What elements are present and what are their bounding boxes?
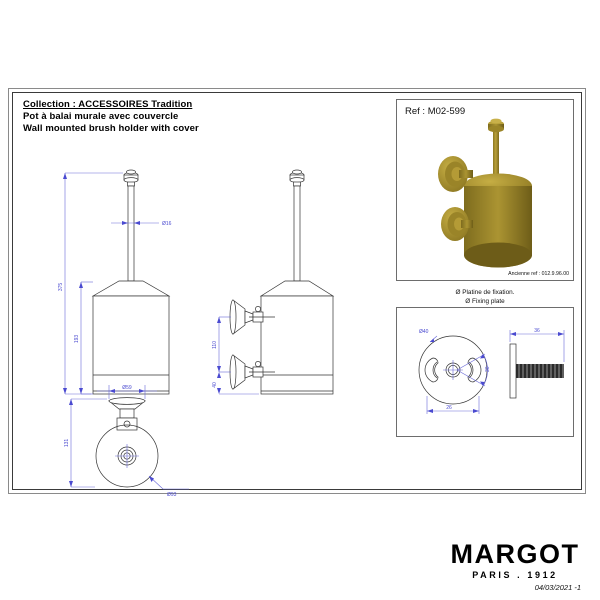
- old-reference-label: Ancienne ref : 012.9.96.00: [508, 271, 569, 277]
- revision-date: 04/03/2021 -1: [534, 583, 581, 592]
- dim-lower-bracket: 40: [212, 382, 218, 388]
- dim-overall-height: 375: [58, 283, 64, 292]
- brand-tagline: PARIS . 1912: [472, 570, 558, 580]
- brand-logo: MARGOT PARIS . 1912 04/03/2021 -1: [445, 539, 585, 593]
- drawing-sheet: Collection : ACCESSOIRES Tradition Pot à…: [8, 88, 586, 592]
- side-elevation-view: 110 40: [212, 169, 335, 395]
- product-3d-render: [438, 118, 532, 268]
- fixing-plate-caption-en: Ø Fixing plate: [465, 298, 505, 305]
- dim-projection: 131: [64, 439, 70, 448]
- dim-upper-bracket: 110: [212, 341, 218, 349]
- fixing-plate-drawing: Ø40 26 30: [418, 328, 565, 414]
- product-name-fr: Pot à balai murale avec couvercle: [23, 111, 179, 122]
- dim-body-height: 193: [74, 335, 80, 344]
- fixing-plate-caption-fr: Ø Platine de fixation.: [455, 289, 515, 296]
- dim-handle-diameter: Ø16: [162, 221, 172, 227]
- dim-body-diameter: Ø93: [167, 492, 177, 498]
- front-elevation-view: 375 193 Ø16: [58, 169, 172, 395]
- dim-slot-spacing: 26: [446, 405, 452, 411]
- reference-label: Ref : M02-599: [405, 106, 466, 117]
- dim-slot-angle: 30: [485, 366, 491, 372]
- dim-bracket-width: Ø59: [122, 385, 132, 391]
- product-name-en: Wall mounted brush holder with cover: [23, 123, 199, 134]
- dim-stud-length: 36: [534, 328, 540, 334]
- drawing-sheet-inner-border: [12, 92, 582, 490]
- collection-title: Collection : ACCESSOIRES Tradition: [23, 99, 193, 110]
- brand-name: MARGOT: [450, 539, 580, 569]
- reference-box: Ref : M02-599 Ancienne ref : 012.9.96.00: [396, 99, 574, 281]
- plan-view: Ø59 131 Ø93: [64, 385, 189, 498]
- fixing-plate-box: Ø40 26 30: [396, 307, 574, 437]
- dim-plate-diameter: Ø40: [419, 329, 429, 335]
